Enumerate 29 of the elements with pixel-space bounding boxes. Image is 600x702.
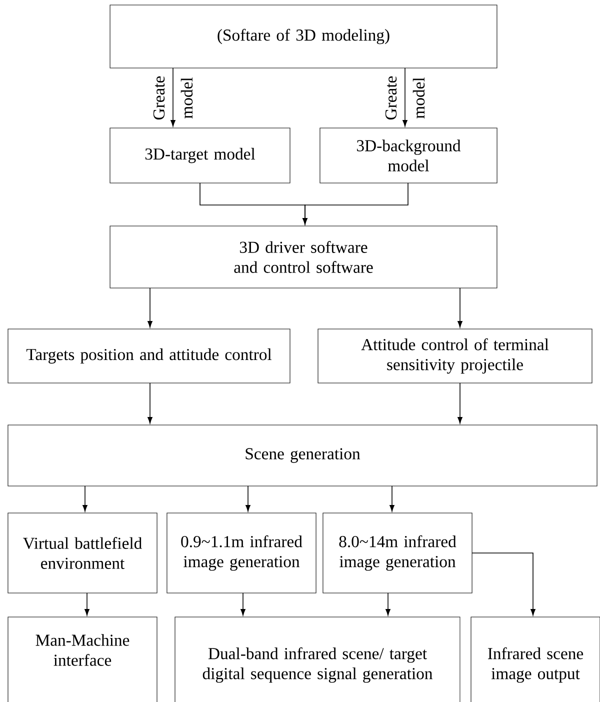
arrow <box>302 182 408 225</box>
arrow <box>386 592 390 616</box>
process-box: 0.9~1.1m infrared image generation <box>166 512 316 594</box>
arrow <box>458 382 462 424</box>
arrow <box>402 68 408 127</box>
arrow <box>170 68 176 127</box>
arrow <box>246 486 250 512</box>
process-box: 8.0~14m infrared image generation <box>322 512 472 594</box>
arrow <box>82 486 88 512</box>
arrow <box>472 552 536 616</box>
arrow <box>390 486 394 512</box>
process-box: Targets position and attitude control <box>8 328 290 384</box>
process-box: Attitude control of terminal sensitivity projectile <box>318 328 592 384</box>
process-box: 3D driver software and control software <box>110 226 498 288</box>
arrow <box>148 288 152 328</box>
edge-label: Greate model <box>385 76 425 120</box>
arrow <box>148 382 152 424</box>
process-box: Infrared scene image output <box>470 616 600 702</box>
process-box: Scene generation <box>8 424 598 486</box>
process-box: Dual-band infrared scene/ target digital sequence signal generation <box>174 616 460 702</box>
process-box: Man-Machine interface <box>8 616 158 702</box>
arrow <box>84 592 90 616</box>
process-box: 3D-target model <box>110 128 290 184</box>
arrow <box>240 592 246 616</box>
process-box: 3D-background model <box>320 128 498 184</box>
process-box: Virtual battlefield environment <box>8 512 158 594</box>
process-box: (Softare of 3D modeling) <box>110 4 498 68</box>
edge-label: Greate model <box>153 76 193 120</box>
arrow <box>458 288 462 328</box>
